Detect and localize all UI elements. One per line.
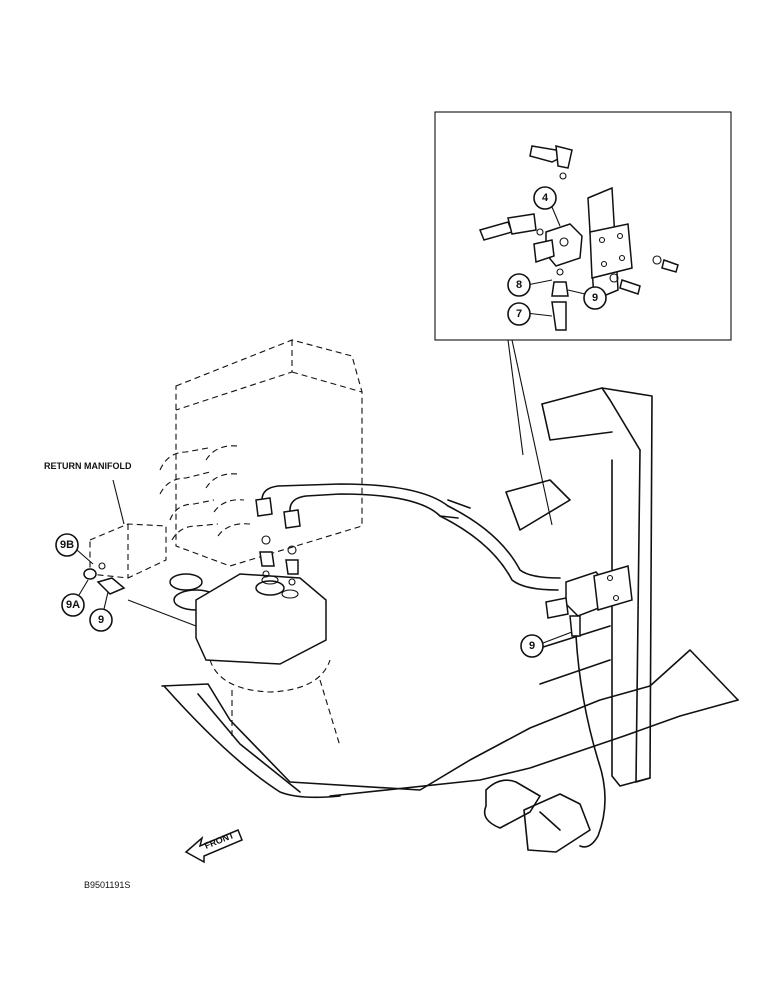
- callout-8-label: 8: [516, 279, 522, 291]
- elbow-fitting-top: [529, 145, 573, 180]
- callout-9b-label: 9B: [60, 539, 74, 551]
- detail-inset: [434, 111, 732, 526]
- callout-8: 8: [507, 273, 531, 297]
- callout-9-inset: 9: [583, 286, 607, 310]
- bolts: [609, 255, 679, 295]
- frame: [161, 387, 739, 853]
- front-arrow: FRONT: [184, 829, 243, 864]
- callout-7: 7: [507, 302, 531, 326]
- callout-9-inset-label: 9: [592, 292, 598, 304]
- lower-fittings: [551, 268, 569, 331]
- swing-motor: [127, 573, 341, 747]
- fittings-9a-9: [83, 562, 126, 595]
- mounting-bracket: [587, 186, 633, 302]
- callout-9-manifold-label: 9: [98, 614, 104, 626]
- hoses: [255, 483, 561, 591]
- callout-9a: 9A: [61, 579, 89, 617]
- control-valve-stack: [159, 339, 363, 567]
- callout-4-label: 4: [542, 192, 549, 204]
- return-manifold-label: RETURN MANIFOLD: [44, 461, 132, 471]
- callout-9a-label: 9A: [66, 599, 80, 611]
- valve-block: [533, 223, 583, 267]
- callout-7-label: 7: [516, 308, 522, 320]
- callout-4: 4: [533, 186, 557, 210]
- callout-9b: 9B: [55, 533, 94, 565]
- drawing-code: B9501191S: [84, 880, 130, 890]
- frame-valve: [545, 565, 633, 848]
- callout-9-frame-label: 9: [529, 640, 535, 652]
- hose-fitting-side: [478, 213, 537, 241]
- callout-9-manifold: 9: [89, 591, 113, 632]
- callout-9-frame: 9: [520, 631, 573, 658]
